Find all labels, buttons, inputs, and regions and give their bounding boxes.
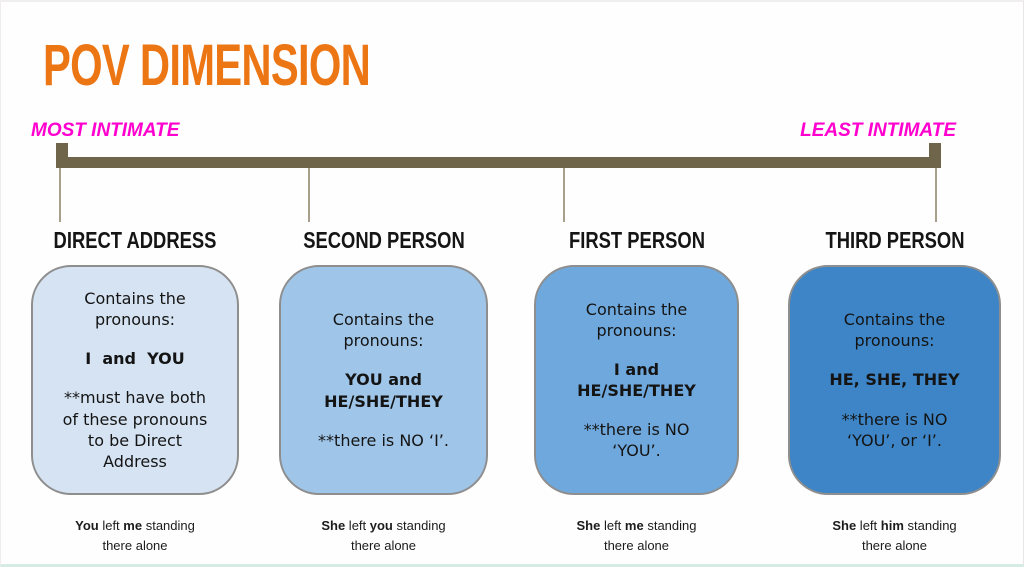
example-line-1: She left me standing [576, 518, 697, 533]
card-intro-text: Contains the pronouns: [585, 299, 688, 340]
example-line-1: She left him standing [832, 518, 957, 533]
example-line-2: there alone [861, 537, 928, 553]
card-note-text: **there is NO ‘YOU’, or ‘I’. [841, 409, 948, 450]
card-intro-text: Contains the pronouns: [84, 289, 186, 330]
scale-tick [308, 168, 310, 222]
column-heading-first-person: FIRST PERSON [568, 227, 705, 253]
pronoun-card-second-person: Contains the pronouns: YOU and HE/SHE/TH… [279, 265, 488, 495]
pov-column-direct-address: DIRECT ADDRESS Contains the pronouns: I … [31, 2, 239, 564]
pov-column-third-person: THIRD PERSON Contains the pronouns: HE, … [788, 2, 1001, 564]
scale-end-cap-right [929, 143, 941, 168]
scale-tick [935, 168, 937, 222]
card-note-text: **there is NO ‘YOU’. [583, 420, 690, 461]
pronoun-card-direct-address: Contains the pronouns: I and YOU **must … [31, 265, 239, 495]
card-intro-text: Contains the pronouns: [332, 310, 435, 351]
card-pronouns-text: I and HE/SHE/THEY [577, 359, 696, 400]
card-intro-text: Contains the pronouns: [843, 310, 946, 351]
pov-column-first-person: FIRST PERSON Contains the pronouns: I an… [534, 2, 739, 564]
scale-tick [59, 168, 61, 222]
pronoun-card-third-person: Contains the pronouns: HE, SHE, THEY **t… [788, 265, 1001, 495]
most-intimate-label: MOST INTIMATE [31, 120, 180, 141]
example-sentence: She left you standing there alone [279, 516, 488, 555]
column-heading-third-person: THIRD PERSON [824, 227, 965, 253]
card-pronouns-text: HE, SHE, THEY [829, 370, 960, 390]
card-pronouns-text: I and YOU [85, 349, 185, 369]
intimacy-scale-bar [56, 157, 941, 168]
example-sentence: She left me standing there alone [534, 516, 739, 555]
column-heading-second-person: SECOND PERSON [302, 227, 465, 253]
card-pronouns-text: YOU and HE/SHE/THEY [324, 370, 443, 411]
pov-column-second-person: SECOND PERSON Contains the pronouns: YOU… [279, 2, 488, 564]
example-line-1: She left you standing [321, 518, 446, 533]
example-line-2: there alone [102, 537, 168, 553]
scale-tick [563, 168, 565, 222]
example-sentence: She left him standing there alone [788, 516, 1001, 555]
example-line-2: there alone [603, 537, 670, 553]
pronoun-card-first-person: Contains the pronouns: I and HE/SHE/THEY… [534, 265, 739, 495]
column-heading-direct-address: DIRECT ADDRESS [53, 227, 217, 253]
page-title: POV DIMENSION [43, 33, 371, 98]
example-line-2: there alone [350, 537, 417, 553]
card-note-text: **must have both of these pronouns to be… [62, 388, 208, 471]
least-intimate-label: LEAST INTIMATE [800, 120, 956, 141]
example-line-1: You left me standing [75, 518, 195, 533]
card-note-text: **there is NO ‘I’. [318, 430, 449, 450]
example-sentence: You left me standing there alone [31, 516, 239, 555]
